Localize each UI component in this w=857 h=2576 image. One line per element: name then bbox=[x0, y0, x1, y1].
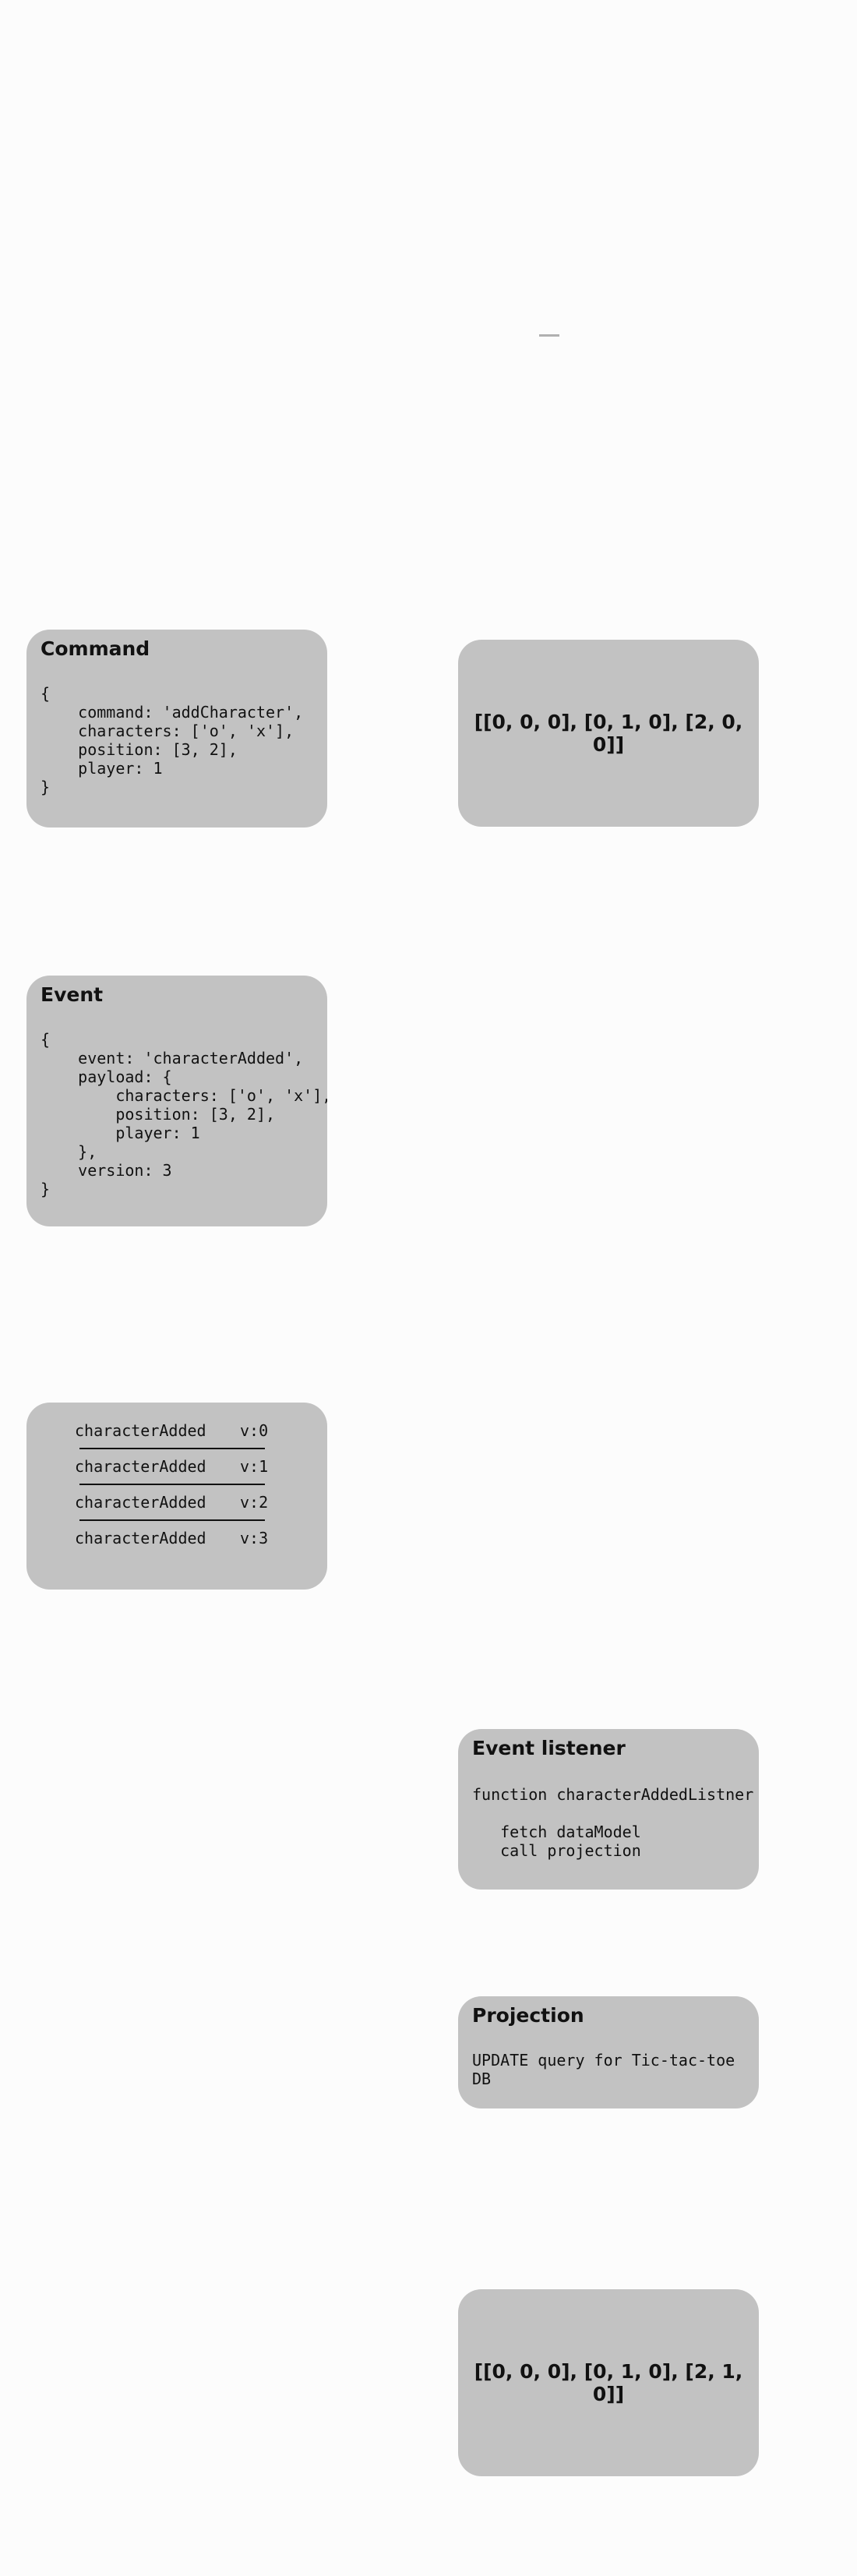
state-before-matrix: [[0, 0, 0], [0, 1, 0], [2, 0, 0]] bbox=[474, 711, 743, 756]
event-log-version: v:1 bbox=[240, 1457, 269, 1476]
event-listener-card: Event listener function characterAddedLi… bbox=[458, 1729, 759, 1890]
event-title: Event bbox=[41, 983, 104, 1006]
event-log-name: characterAdded bbox=[75, 1421, 206, 1440]
event-log-card: characterAdded v:0 characterAdded v:1 ch… bbox=[26, 1403, 327, 1590]
event-code: { event: 'characterAdded', payload: { ch… bbox=[41, 1030, 327, 1198]
event-card: Event { event: 'characterAdded', payload… bbox=[26, 976, 327, 1226]
projection-title: Projection bbox=[472, 2004, 584, 2027]
divider-dash bbox=[539, 334, 559, 337]
state-before-card: [[0, 0, 0], [0, 1, 0], [2, 0, 0]] bbox=[458, 640, 759, 827]
state-after-matrix: [[0, 0, 0], [0, 1, 0], [2, 1, 0]] bbox=[474, 2360, 743, 2405]
event-log-divider bbox=[79, 1484, 265, 1485]
event-log-row: characterAdded v:3 bbox=[45, 1521, 268, 1557]
event-listener-title: Event listener bbox=[472, 1737, 626, 1759]
event-log-row: characterAdded v:1 bbox=[45, 1449, 268, 1485]
event-log-version: v:3 bbox=[240, 1529, 269, 1547]
event-log-version: v:0 bbox=[240, 1421, 269, 1440]
command-card: Command { command: 'addCharacter', chara… bbox=[26, 630, 327, 827]
event-log-version: v:2 bbox=[240, 1493, 269, 1512]
event-log-row: characterAdded v:2 bbox=[45, 1485, 268, 1521]
event-log-divider bbox=[79, 1448, 265, 1449]
event-log-name: characterAdded bbox=[75, 1529, 206, 1547]
event-log-name: characterAdded bbox=[75, 1457, 206, 1476]
event-listener-code: function characterAddedListner fetch dat… bbox=[472, 1785, 754, 1860]
event-log-name: characterAdded bbox=[75, 1493, 206, 1512]
projection-code: UPDATE query for Tic-tac-toe DB bbox=[472, 2051, 735, 2088]
event-log-divider bbox=[79, 1519, 265, 1521]
command-code: { command: 'addCharacter', characters: [… bbox=[41, 684, 304, 796]
projection-card: Projection UPDATE query for Tic-tac-toe … bbox=[458, 1996, 759, 2108]
state-after-card: [[0, 0, 0], [0, 1, 0], [2, 1, 0]] bbox=[458, 2289, 759, 2476]
command-title: Command bbox=[41, 637, 150, 660]
event-log-row: characterAdded v:0 bbox=[45, 1413, 268, 1449]
